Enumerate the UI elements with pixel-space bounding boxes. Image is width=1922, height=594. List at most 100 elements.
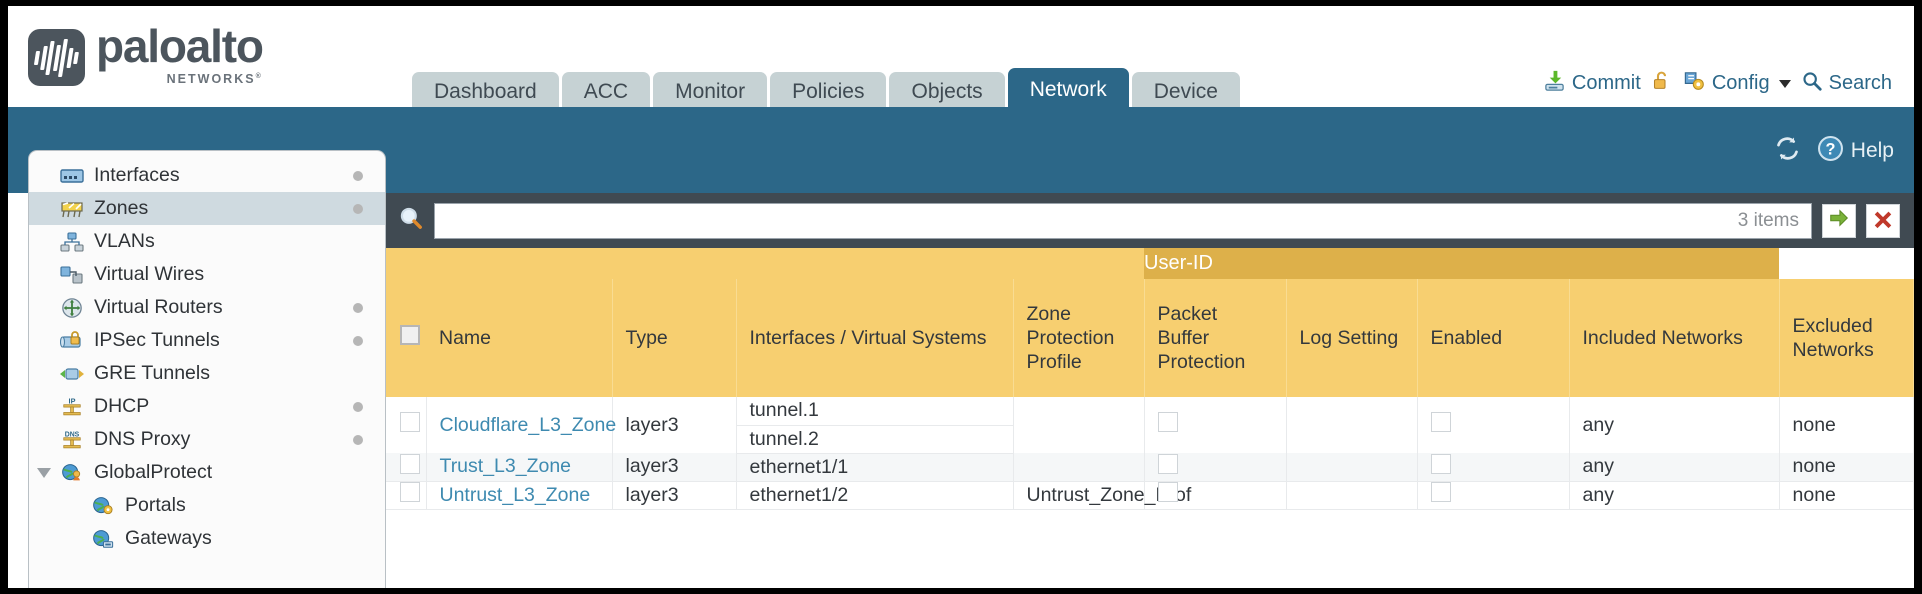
top-actions: Commit bbox=[1543, 69, 1892, 98]
col-log-setting[interactable]: Log Setting bbox=[1286, 279, 1418, 397]
tab-acc[interactable]: ACC bbox=[561, 72, 651, 112]
sidebar-item-label: Gateways bbox=[125, 527, 212, 549]
sidebar-item-gateways[interactable]: Gateways bbox=[29, 522, 385, 555]
search-magnifier-icon bbox=[398, 205, 424, 236]
sidebar-item-dns-proxy[interactable]: DNS DNS Proxy bbox=[29, 423, 385, 456]
expand-collapse-icon[interactable] bbox=[37, 467, 51, 478]
table-row-continuation: tunnel.2 bbox=[386, 425, 1914, 454]
group-header-row: User-ID bbox=[386, 248, 1914, 279]
config-menu[interactable]: Config bbox=[1682, 69, 1791, 98]
tab-network[interactable]: Network bbox=[1007, 68, 1129, 112]
packet-buffer-checkbox[interactable] bbox=[1157, 482, 1178, 502]
col-interfaces[interactable]: Interfaces / Virtual Systems bbox=[736, 279, 1014, 397]
sidebar-item-label: Interfaces bbox=[94, 164, 180, 186]
sidebar-item-interfaces[interactable]: Interfaces bbox=[29, 159, 385, 192]
gateways-icon bbox=[90, 528, 116, 550]
status-dot bbox=[353, 335, 363, 346]
userid-enabled-checkbox[interactable] bbox=[1430, 453, 1451, 474]
portals-icon bbox=[90, 495, 116, 517]
red-x-icon bbox=[1872, 207, 1894, 234]
search-magnifier-icon bbox=[1801, 70, 1823, 98]
sidebar-item-dhcp[interactable]: IP DHCP bbox=[29, 390, 385, 423]
cell-packet-buffer-protection[interactable] bbox=[1144, 453, 1287, 482]
row-checkbox[interactable] bbox=[400, 453, 420, 474]
sidebar-item-portals[interactable]: Portals bbox=[29, 489, 385, 522]
cell-userid-enabled[interactable] bbox=[1417, 397, 1570, 453]
sidebar-item-virtual-routers[interactable]: Virtual Routers bbox=[29, 291, 385, 324]
tab-dashboard[interactable]: Dashboard bbox=[412, 72, 559, 112]
sidebar-item-virtual-wires[interactable]: Virtual Wires bbox=[29, 258, 385, 291]
help-question-icon: ? bbox=[1817, 135, 1844, 167]
cell-log-setting bbox=[1286, 453, 1418, 482]
cell-type: layer3 bbox=[612, 397, 737, 453]
packet-buffer-checkbox[interactable] bbox=[1157, 412, 1178, 432]
cell-userid-enabled[interactable] bbox=[1417, 481, 1570, 510]
paloalto-logo-icon bbox=[28, 29, 85, 87]
col-packet-buffer-protection[interactable]: Packet Buffer Protection bbox=[1144, 279, 1287, 397]
table-body: Cloudflare_L3_Zone layer3 tunnel.1 any n… bbox=[386, 397, 1914, 510]
table-row[interactable]: Trust_L3_Zone layer3 ethernet1/1 any non… bbox=[386, 453, 1914, 482]
config-wrench-icon bbox=[1682, 69, 1706, 98]
row-checkbox[interactable] bbox=[400, 482, 420, 502]
sidebar-item-label: DHCP bbox=[94, 395, 150, 417]
commit-button[interactable]: Commit bbox=[1543, 69, 1641, 98]
sidebar-item-gre-tunnels[interactable]: GRE Tunnels bbox=[29, 357, 385, 390]
tab-objects[interactable]: Objects bbox=[889, 72, 1005, 112]
col-type[interactable]: Type bbox=[612, 279, 737, 397]
col-enabled[interactable]: Enabled bbox=[1417, 279, 1570, 397]
cell-name[interactable]: Trust_L3_Zone bbox=[426, 453, 613, 482]
userid-enabled-checkbox[interactable] bbox=[1430, 482, 1451, 502]
virtual-wires-icon bbox=[59, 264, 85, 286]
ipsec-tunnels-icon bbox=[59, 330, 85, 352]
cell-name[interactable]: Cloudflare_L3_Zone bbox=[426, 397, 616, 453]
sidebar-item-vlans[interactable]: VLANs bbox=[29, 225, 385, 258]
col-zone-protection-profile[interactable]: Zone Protection Profile bbox=[1013, 279, 1145, 397]
cell-name[interactable]: Untrust_L3_Zone bbox=[426, 481, 613, 510]
col-included-networks[interactable]: Included Networks bbox=[1569, 279, 1780, 397]
apply-filter-button[interactable] bbox=[1822, 203, 1856, 238]
row-checkbox[interactable] bbox=[400, 412, 420, 432]
sidebar-item-label: GRE Tunnels bbox=[94, 362, 210, 384]
search-button[interactable]: Search bbox=[1801, 70, 1892, 98]
brand-logo: paloalto NETWORKS® bbox=[28, 23, 264, 87]
cell-packet-buffer-protection[interactable] bbox=[1144, 481, 1287, 510]
help-button[interactable]: ? Help bbox=[1817, 135, 1894, 167]
gre-tunnels-icon bbox=[59, 363, 85, 385]
sidebar-item-globalprotect[interactable]: GlobalProtect bbox=[29, 456, 385, 489]
cell-packet-buffer-protection[interactable] bbox=[1144, 397, 1287, 453]
sidebar-item-ipsec-tunnels[interactable]: IPSec Tunnels bbox=[29, 324, 385, 357]
select-all-checkbox[interactable] bbox=[400, 325, 420, 345]
select-all-header[interactable] bbox=[386, 279, 426, 397]
tab-device[interactable]: Device bbox=[1131, 72, 1240, 112]
row-select-cell[interactable] bbox=[386, 481, 427, 510]
packet-buffer-checkbox[interactable] bbox=[1157, 453, 1178, 474]
col-name[interactable]: Name bbox=[426, 279, 613, 397]
dhcp-icon: IP bbox=[59, 396, 85, 418]
cell-included-networks: any bbox=[1569, 397, 1780, 453]
tab-policies[interactable]: Policies bbox=[770, 72, 887, 112]
unlock-button[interactable] bbox=[1651, 69, 1672, 98]
interfaces-icon bbox=[59, 165, 85, 187]
unlock-icon bbox=[1651, 69, 1672, 98]
sidebar-item-zones[interactable]: Zones bbox=[29, 192, 385, 225]
row-select-cell[interactable] bbox=[386, 397, 427, 453]
table-row[interactable]: Cloudflare_L3_Zone layer3 tunnel.1 any n… bbox=[386, 397, 1914, 453]
refresh-icon[interactable] bbox=[1774, 135, 1801, 167]
config-label: Config bbox=[1711, 72, 1770, 94]
cell-interface: ethernet1/2 bbox=[736, 481, 1014, 510]
cell-excluded-networks: none bbox=[1779, 481, 1914, 510]
userid-enabled-checkbox[interactable] bbox=[1430, 412, 1451, 432]
clear-filter-button[interactable] bbox=[1866, 203, 1900, 238]
status-dot bbox=[353, 203, 363, 214]
cell-included-networks: any bbox=[1569, 481, 1780, 510]
search-input[interactable]: 3 items bbox=[434, 202, 1812, 239]
row-select-cell[interactable] bbox=[386, 453, 427, 482]
sidebar-item-label: Virtual Wires bbox=[94, 263, 205, 285]
cell-userid-enabled[interactable] bbox=[1417, 453, 1570, 482]
group-header-userid: User-ID bbox=[1144, 248, 1780, 279]
cell-log-setting bbox=[1286, 481, 1418, 510]
commit-label: Commit bbox=[1571, 72, 1641, 94]
table-row[interactable]: Untrust_L3_Zone layer3 ethernet1/2 Untru… bbox=[386, 481, 1914, 510]
tab-monitor[interactable]: Monitor bbox=[653, 72, 768, 112]
col-excluded-networks[interactable]: Excluded Networks bbox=[1779, 279, 1914, 397]
